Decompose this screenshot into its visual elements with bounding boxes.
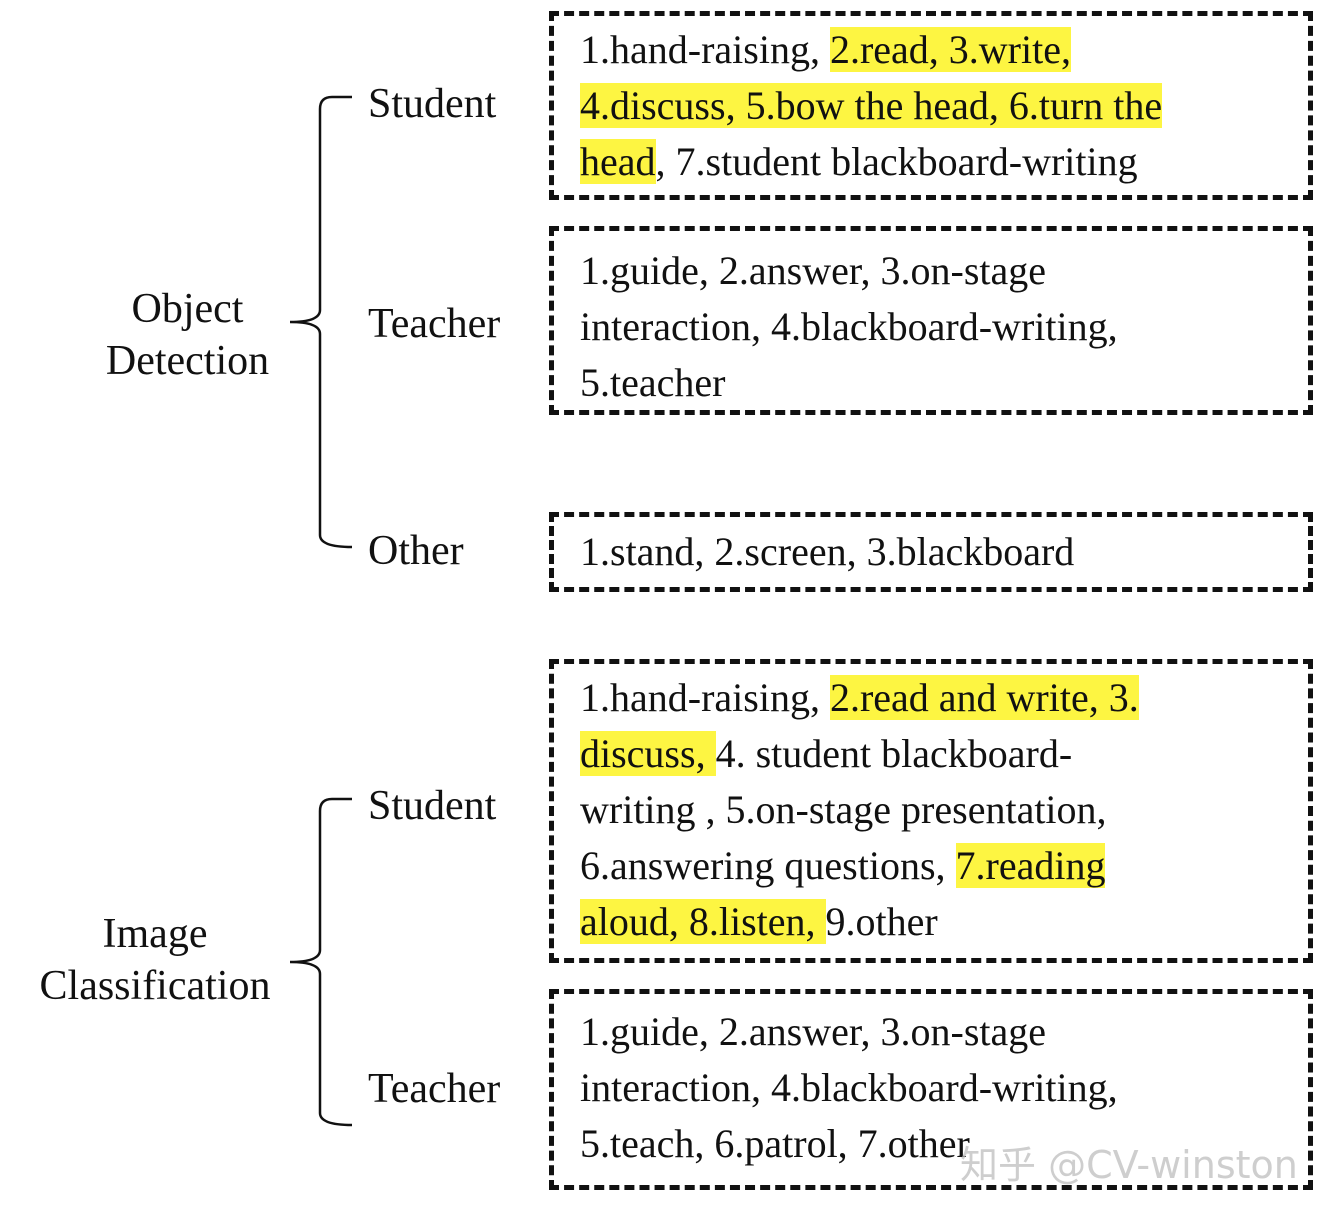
category-label-ic-teacher: Teacher	[368, 1066, 501, 1112]
class-text: 1.guide, 2.answer, 3.on-stage	[580, 1009, 1047, 1054]
highlighted-class-text: 2.read, 3.write,	[829, 27, 1071, 72]
class-box-od-student	[549, 11, 1313, 200]
brace-image-classification	[289, 797, 353, 1127]
class-text: 1.guide, 2.answer, 3.on-stage	[580, 248, 1047, 293]
class-text: interaction, 4.blackboard-writing,	[580, 1065, 1118, 1110]
class-list-line: 1.guide, 2.answer, 3.on-stage	[580, 1004, 1118, 1060]
class-list-line: interaction, 4.blackboard-writing,	[580, 1060, 1118, 1116]
class-list-line: 5.teach, 6.patrol, 7.other	[580, 1116, 1118, 1172]
category-label-od-other: Other	[368, 528, 464, 574]
class-list-line: 5.teacher	[580, 355, 1118, 411]
class-text: writing , 5.on-stage presentation,	[580, 787, 1107, 832]
class-text: 1.hand-raising,	[580, 675, 830, 720]
class-list-line: 1.hand-raising, 2.read and write, 3.	[580, 670, 1139, 726]
class-list-ic-teacher: 1.guide, 2.answer, 3.on-stage interaction…	[580, 1004, 1118, 1172]
brace-object-detection	[289, 95, 353, 549]
group-label-image-classification: Image Classification	[20, 908, 290, 1012]
class-text: 1.stand, 2.screen, 3.blackboard	[580, 529, 1075, 574]
watermark: 知乎 @CV-winston	[960, 1143, 1298, 1187]
class-list-line: 4.discuss, 5.bow the head, 6.turn the	[580, 78, 1163, 134]
highlighted-class-text: 2.read and write, 3.	[829, 675, 1139, 720]
class-list-line: aloud, 8.listen, 9.other	[580, 894, 1139, 950]
category-label-od-teacher: Teacher	[368, 301, 501, 347]
class-box-ic-teacher	[549, 989, 1313, 1190]
group-label-line: Image	[102, 911, 208, 957]
class-list-ic-student: 1.hand-raising, 2.read and write, 3. dis…	[580, 670, 1139, 950]
category-label-od-student: Student	[368, 81, 497, 127]
class-text: , 7.student blackboard-writing	[655, 139, 1138, 184]
class-text: 4. student blackboard-	[715, 731, 1073, 776]
group-label-line: Object	[131, 286, 244, 332]
class-list-od-student: 1.hand-raising, 2.read, 3.write, 4.discu…	[580, 22, 1163, 190]
class-list-line: 1.guide, 2.answer, 3.on-stage	[580, 243, 1118, 299]
highlighted-class-text: 4.discuss, 5.bow the head, 6.turn the	[580, 83, 1163, 128]
group-label-line: Detection	[105, 338, 270, 384]
class-text: 1.hand-raising,	[580, 27, 830, 72]
class-text: 9.other	[825, 899, 938, 944]
class-list-line: writing , 5.on-stage presentation,	[580, 782, 1139, 838]
class-list-line: interaction, 4.blackboard-writing,	[580, 299, 1118, 355]
category-label-ic-student: Student	[368, 783, 497, 829]
class-box-od-other	[549, 512, 1313, 592]
class-list-line: 1.hand-raising, 2.read, 3.write,	[580, 22, 1162, 78]
class-list-line: 6.answering questions, 7.reading	[580, 838, 1139, 894]
class-text: 5.teach, 6.patrol, 7.other	[580, 1121, 970, 1166]
class-text: 5.teacher	[580, 360, 726, 405]
class-box-ic-student	[549, 659, 1313, 963]
class-text: interaction, 4.blackboard-writing,	[580, 304, 1118, 349]
group-label-line: Classification	[39, 963, 271, 1009]
class-list-line: head, 7.student blackboard-writing	[580, 134, 1162, 190]
class-list-od-other: 1.stand, 2.screen, 3.blackboard	[580, 524, 1074, 580]
highlighted-class-text: aloud, 8.listen,	[580, 899, 826, 944]
class-list-line: 1.stand, 2.screen, 3.blackboard	[580, 524, 1074, 580]
class-list-od-teacher: 1.guide, 2.answer, 3.on-stage interaction…	[580, 243, 1118, 411]
highlighted-class-text: head	[580, 139, 656, 184]
highlighted-class-text: discuss,	[580, 731, 716, 776]
class-list-line: discuss, 4. student blackboard-	[580, 726, 1139, 782]
class-box-od-teacher	[549, 226, 1313, 415]
group-label-object-detection: Object Detection	[80, 283, 295, 387]
highlighted-class-text: 7.reading	[955, 843, 1106, 888]
class-text: 6.answering questions,	[580, 843, 956, 888]
